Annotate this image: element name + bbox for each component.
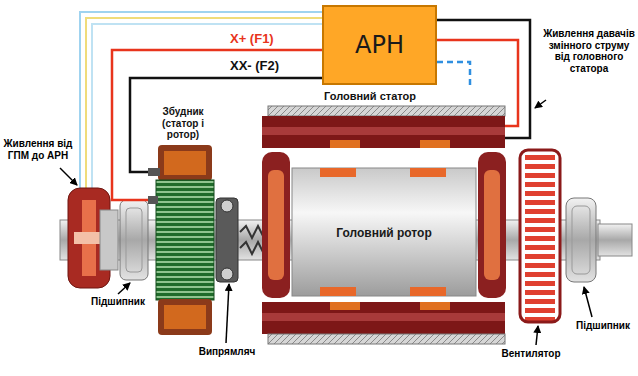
- main-stator-drawing-part: [262, 116, 505, 148]
- main-stator-drawing-part: [420, 302, 450, 310]
- leader-arrows-part: [584, 287, 592, 317]
- bearing-part: [126, 208, 142, 272]
- leader-arrows-part: [118, 283, 130, 294]
- exciter-drawing-part: [158, 299, 212, 335]
- main-stator-drawing: [262, 106, 506, 344]
- node-text: Головний ротор: [336, 226, 431, 240]
- bearing-part: [572, 206, 590, 274]
- exciter-drawing-part: [156, 180, 214, 300]
- connector-wire: [437, 40, 518, 126]
- node-text: АРН: [355, 31, 404, 59]
- main-rotor: Головний ротор: [292, 178, 476, 288]
- main-stator-drawing-part: [268, 334, 505, 344]
- rectifier-drawing: [216, 198, 270, 282]
- regulator-box: АРН: [322, 5, 437, 85]
- bearing: [566, 198, 596, 282]
- main-stator-drawing-part: [262, 302, 505, 334]
- bearing-part: [566, 198, 596, 282]
- permanent-magnet-generator: [68, 188, 118, 288]
- main-rotor-drawing-part: [410, 168, 446, 177]
- main-rotor-drawing-part: [292, 168, 476, 296]
- main-stator-drawing-part: [420, 140, 450, 148]
- bearing-part: [120, 200, 148, 280]
- main-rotor-drawing: [292, 168, 476, 296]
- shaft-part: [598, 224, 632, 256]
- exciter-drawing-part: [148, 168, 160, 176]
- part-label: Підшипник: [570, 320, 636, 332]
- leader-arrows-part: [536, 326, 538, 345]
- main-stator-drawing-part: [330, 302, 360, 310]
- exciter: Збудник (статор і ротор): [148, 106, 218, 336]
- main-stator-drawing-part: [262, 152, 290, 298]
- fan-drawing-part: [520, 150, 560, 322]
- connector-wire: [112, 50, 322, 200]
- part-label: Випрямляч: [194, 346, 260, 358]
- main-rotor-drawing-part: [410, 287, 446, 296]
- wire-label: XX- (F2): [228, 58, 281, 73]
- main-stator-drawing-part: [262, 127, 505, 135]
- connector-wire: [437, 20, 530, 138]
- exciter-drawing-part: [148, 196, 158, 204]
- rectifier-drawing-part: [221, 200, 233, 212]
- main-stator: Головний статор: [262, 88, 505, 150]
- node-text: Збудник (статор і ротор): [157, 106, 209, 141]
- main-stator-drawing-part: [478, 152, 506, 298]
- connector-wire: [437, 62, 470, 88]
- leader-arrows-part: [60, 168, 77, 185]
- exciter-drawing-part: [164, 151, 206, 175]
- connector-wire: [130, 78, 322, 172]
- wire-label: X+ (F1): [228, 31, 276, 46]
- main-stator-drawing-part: [330, 140, 360, 148]
- main-rotor-drawing-part: [320, 168, 356, 177]
- main-stator-drawing-part: [484, 170, 500, 280]
- rectifier-drawing-part: [216, 198, 238, 282]
- leader-arrows-part: [535, 100, 546, 108]
- bearing: [120, 200, 148, 280]
- main-stator-drawing-part: [268, 106, 505, 116]
- main-stator-drawing-part: [262, 313, 505, 321]
- node-text: Головний статор: [324, 90, 416, 102]
- rectifier-drawing-part: [221, 268, 233, 280]
- callout-label: Живлення давачів змінного струму від гол…: [543, 28, 635, 74]
- callout-label: Живлення від ГПМ до АРН: [2, 138, 74, 161]
- part-label: Підшипник: [84, 296, 152, 308]
- exciter-drawing: [148, 145, 214, 335]
- exciter-drawing-part: [164, 305, 206, 329]
- permanent-magnet-generator-part: [100, 210, 118, 270]
- exciter-drawing-part: [158, 145, 212, 181]
- main-rotor-drawing-part: [320, 287, 356, 296]
- main-stator-drawing-part: [268, 170, 284, 280]
- leader-arrows-part: [226, 284, 229, 343]
- part-label: Вентилятор: [494, 348, 568, 360]
- fan-drawing: [520, 150, 560, 322]
